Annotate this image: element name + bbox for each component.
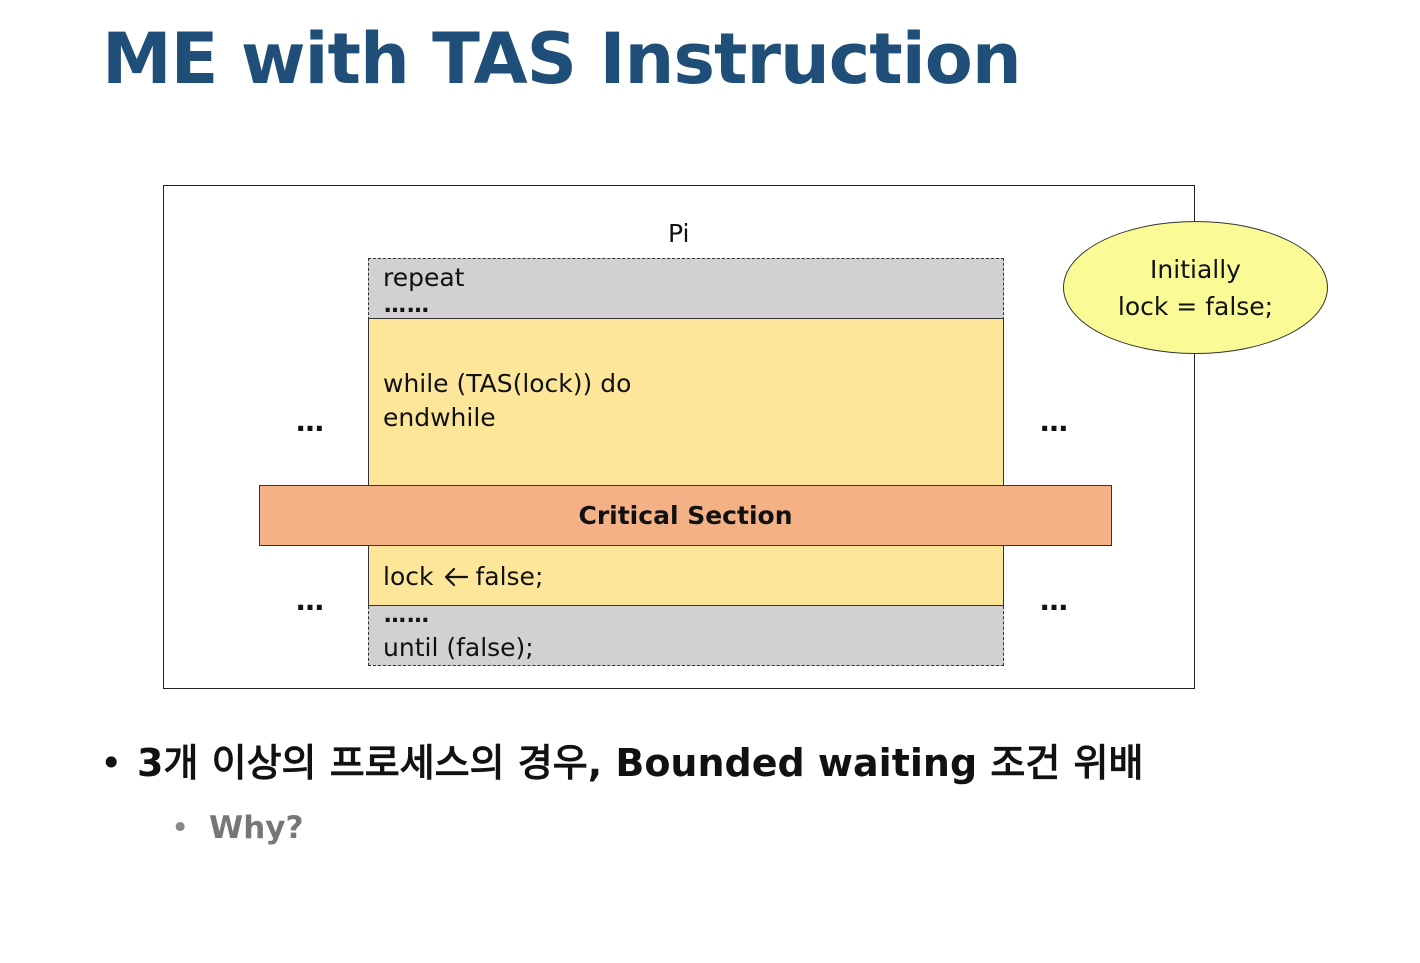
critical-section-label: Critical Section bbox=[578, 501, 793, 530]
critical-section: Critical Section bbox=[259, 485, 1112, 546]
repeat-keyword: repeat bbox=[383, 263, 465, 292]
remainder-section-bottom bbox=[368, 606, 1004, 666]
lock-label: lock bbox=[383, 562, 434, 591]
lock-release-line: lock false; bbox=[383, 560, 543, 597]
ellipsis-right-lower: … bbox=[1040, 584, 1068, 617]
initial-note-line1: Initially bbox=[1150, 254, 1241, 284]
remainder-section-top bbox=[368, 258, 1004, 320]
exit-section bbox=[368, 546, 1004, 606]
bullet-marker: • bbox=[100, 741, 123, 785]
bullet-text-main: 3개 이상의 프로세스의 경우, Bounded waiting 조건 위배 bbox=[137, 741, 1144, 785]
ellipsis-left-lower: … bbox=[296, 584, 324, 617]
dots-top: …… bbox=[384, 293, 430, 318]
slide-title: ME with TAS Instruction bbox=[102, 18, 1022, 100]
bullet-text-sub: Why? bbox=[209, 810, 304, 846]
assign-value: false; bbox=[475, 562, 544, 591]
left-arrow-icon bbox=[443, 563, 469, 597]
entry-section bbox=[368, 318, 1004, 488]
while-line: while (TAS(lock)) do bbox=[383, 369, 632, 398]
ellipsis-right-upper: … bbox=[1040, 405, 1068, 438]
bullet-point-main: • 3개 이상의 프로세스의 경우, Bounded waiting 조건 위배 bbox=[100, 733, 1143, 793]
ellipsis-left-upper: … bbox=[296, 405, 324, 438]
process-label: Pi bbox=[668, 219, 690, 248]
initial-condition-note: Initially lock = false; bbox=[1063, 221, 1328, 354]
bullet-point-sub: • Why? bbox=[171, 806, 303, 850]
until-line: until (false); bbox=[383, 633, 534, 662]
endwhile-line: endwhile bbox=[383, 403, 496, 432]
sub-bullet-marker: • bbox=[171, 810, 190, 846]
dots-bottom: …… bbox=[384, 603, 430, 628]
initial-note-line2: lock = false; bbox=[1117, 291, 1274, 321]
